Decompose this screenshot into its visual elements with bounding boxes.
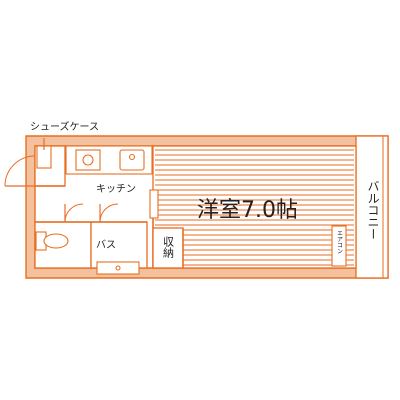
bath-label: バス: [96, 239, 116, 251]
partition-post: [149, 189, 159, 219]
entrance-door-swing-icon: [4, 155, 36, 187]
air-conditioner-label: エアコン: [336, 230, 343, 254]
bath-drain-icon: [115, 265, 121, 271]
burner-icon: [82, 154, 94, 166]
bath-room: [90, 221, 148, 269]
drain-icon: [128, 153, 136, 161]
shoe-case-label: シューズケース: [30, 120, 99, 133]
air-conditioner: [331, 225, 347, 267]
kitchen-label: キッチン: [96, 183, 136, 195]
bath-door-swing-icon: [99, 203, 119, 223]
floorboard-lines: [155, 149, 354, 266]
western-room-label: 洋室7.0帖: [197, 198, 298, 223]
western-room: [152, 145, 357, 269]
toilet-door-swing-icon: [64, 203, 84, 223]
toilet-icon: [43, 233, 69, 249]
balcony-label: バルコニー: [366, 180, 380, 240]
storage-label: 収納: [162, 236, 175, 259]
